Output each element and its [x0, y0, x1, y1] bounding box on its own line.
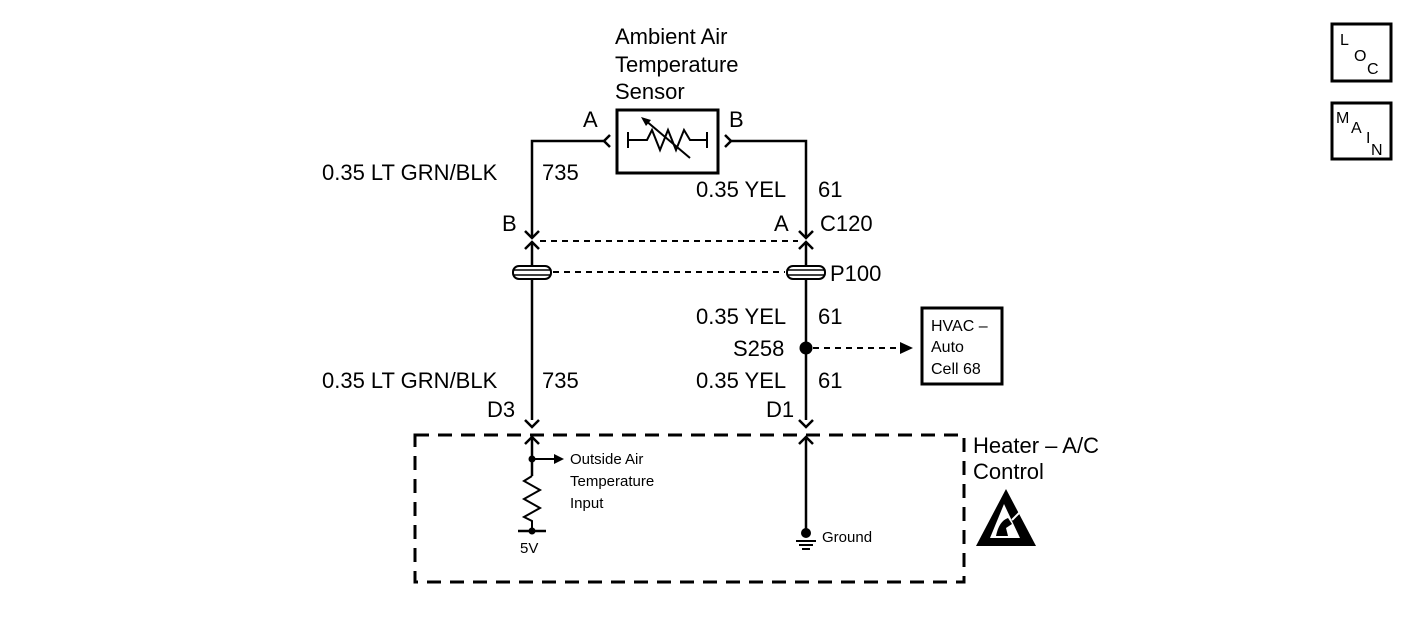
sensor-title-line2: Temperature	[615, 52, 739, 77]
sensor-title-line1: Ambient Air	[615, 24, 728, 49]
p100-grommet	[512, 265, 826, 280]
sensor-box	[615, 108, 720, 175]
main-letter-i: I	[1366, 130, 1370, 147]
sensor-pin-b: B	[729, 107, 744, 132]
connector-chevron-b	[724, 134, 733, 148]
hvac-ref-box[interactable]: HVAC – Auto Cell 68	[920, 306, 1004, 386]
wire-right-upper-circuit: 61	[818, 177, 842, 202]
input-label-line2: Temperature	[570, 473, 654, 490]
sensor-pin-a: A	[583, 107, 598, 132]
wire-right-mid-circuit: 61	[818, 304, 842, 329]
d3-female	[524, 419, 540, 429]
pin-d3: D3	[487, 397, 515, 422]
input-label-line3: Input	[570, 495, 604, 512]
c120-name: C120	[820, 211, 873, 236]
wire-left-upper-circuit: 735	[542, 160, 579, 185]
loc-letter-l: L	[1340, 32, 1349, 49]
input-arrowhead	[554, 454, 564, 464]
loc-button[interactable]: L O C	[1330, 22, 1393, 83]
module-title-line1: Heater – A/C	[973, 433, 1099, 458]
loc-letter-c: C	[1367, 61, 1379, 78]
sensor-title-line3: Sensor	[615, 79, 685, 104]
esd-warning-icon	[976, 489, 1036, 546]
hvac-ref-line1: HVAC –	[931, 318, 988, 335]
d1-female	[798, 419, 814, 429]
module-title-line2: Control	[973, 459, 1044, 484]
main-button[interactable]: M A I N	[1330, 101, 1393, 161]
loc-letter-o: O	[1354, 48, 1366, 65]
pullup-resistor	[521, 475, 543, 531]
main-letter-n: N	[1371, 142, 1383, 159]
heater-ac-control-module	[413, 433, 966, 584]
wire-left-lower-label: 0.35 LT GRN/BLK	[322, 368, 498, 393]
wire-right-upper-label: 0.35 YEL	[696, 177, 786, 202]
wire-61-upper	[731, 139, 808, 238]
splice-name: S258	[733, 336, 784, 361]
c120-female-right	[798, 230, 814, 240]
connector-chevron-a	[602, 134, 611, 148]
wire-right-lower-label: 0.35 YEL	[696, 368, 786, 393]
hvac-ref-line2: Auto	[931, 339, 964, 356]
wire-left-lower-circuit: 735	[542, 368, 579, 393]
c120-pin-b: B	[502, 211, 517, 236]
wire-right-lower-circuit: 61	[818, 368, 842, 393]
main-letter-m: M	[1336, 110, 1349, 127]
ground-label: Ground	[822, 529, 872, 546]
splice-s258	[799, 341, 813, 355]
wire-735-upper	[530, 139, 604, 238]
c120-female-left	[524, 230, 540, 240]
input-label-line1: Outside Air	[570, 451, 643, 468]
main-letter-a: A	[1351, 120, 1362, 137]
hvac-ref-arrowhead	[900, 342, 913, 354]
p100-name: P100	[830, 261, 881, 286]
c120-pin-a: A	[774, 211, 789, 236]
wire-left-upper-label: 0.35 LT GRN/BLK	[322, 160, 498, 185]
voltage-label: 5V	[520, 540, 538, 557]
wire-right-mid-label: 0.35 YEL	[696, 304, 786, 329]
hvac-ref-line3: Cell 68	[931, 361, 981, 378]
pin-d1: D1	[766, 397, 794, 422]
